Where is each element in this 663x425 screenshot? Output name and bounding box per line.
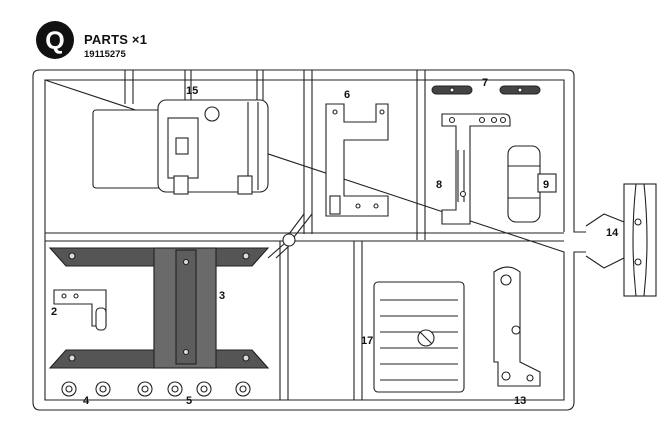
part-14-bracket bbox=[585, 183, 657, 297]
q-badge-icon: Q bbox=[36, 21, 74, 59]
label-6: 6 bbox=[344, 89, 350, 101]
part-7-pieces bbox=[431, 85, 541, 95]
label-3: 3 bbox=[219, 290, 225, 302]
label-7: 7 bbox=[482, 77, 488, 89]
part-2-bracket bbox=[53, 289, 107, 331]
label-14: 14 bbox=[606, 227, 619, 239]
part-13-bracket bbox=[493, 266, 541, 387]
part-6-bracket bbox=[325, 103, 389, 217]
parts-header: Q PARTS ×1 19115275 bbox=[34, 18, 234, 66]
part-code: 19115275 bbox=[84, 49, 126, 60]
svg-text:Q: Q bbox=[45, 27, 64, 55]
label-2: 2 bbox=[51, 306, 57, 318]
label-9: 9 bbox=[543, 179, 549, 191]
outer-runner bbox=[32, 69, 601, 411]
label-15: 15 bbox=[186, 85, 198, 97]
part-9-canister bbox=[507, 145, 557, 223]
parts-title: PARTS ×1 bbox=[84, 32, 148, 47]
ring-parts bbox=[61, 381, 251, 397]
label-5: 5 bbox=[186, 395, 192, 407]
label-13: 13 bbox=[514, 395, 526, 407]
label-8: 8 bbox=[436, 179, 442, 191]
label-17: 17 bbox=[361, 335, 373, 347]
part-8-bracket bbox=[441, 113, 511, 225]
part-15-tank bbox=[92, 99, 269, 195]
part-3-frame bbox=[48, 247, 270, 369]
part-17-grille bbox=[373, 281, 465, 393]
label-4: 4 bbox=[83, 395, 90, 407]
